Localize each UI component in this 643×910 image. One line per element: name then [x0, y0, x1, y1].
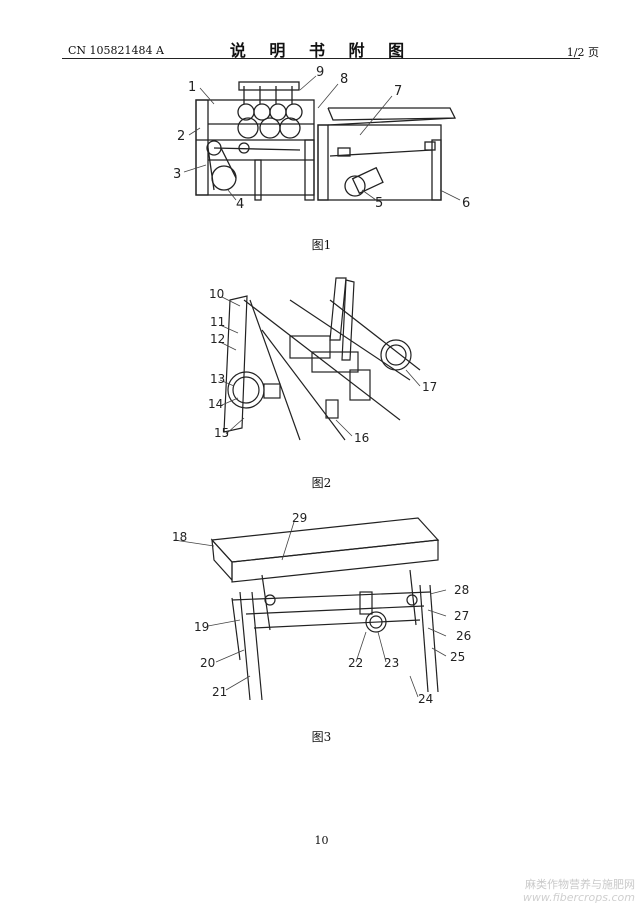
patent-number: CN 105821484 A [68, 44, 164, 57]
watermark-english: www.fibercrops.com [522, 891, 635, 904]
fig3-label-23: 23 [384, 656, 399, 670]
fig1-label-1: 1 [188, 80, 196, 95]
page-marker: 1/2 页 [566, 46, 599, 59]
fig3-label-29: 29 [292, 511, 307, 525]
fig2-label-12: 12 [210, 332, 225, 346]
fig1-label-7: 7 [394, 84, 402, 99]
fig3-label-22: 22 [348, 656, 363, 670]
watermark-chinese: 麻类作物营养与施肥网 [525, 878, 635, 891]
page-title: 说 明 书 附 图 [229, 41, 414, 60]
fig1-label-2: 2 [177, 129, 185, 144]
fig1-label-8: 8 [340, 72, 348, 87]
page-number: 10 [314, 834, 329, 847]
fig2-label-11: 11 [210, 315, 225, 329]
figure-2-caption: 图2 [311, 476, 332, 490]
fig3-label-20: 20 [200, 656, 215, 670]
fig3-label-25: 25 [450, 650, 465, 664]
fig2-label-16: 16 [354, 431, 369, 445]
fig3-label-21: 21 [212, 685, 227, 699]
figure-1-caption: 图1 [311, 238, 332, 252]
fig3-label-18: 18 [172, 530, 187, 544]
fig3-label-27: 27 [454, 609, 469, 623]
fig2-label-13: 13 [210, 372, 225, 386]
fig1-label-9: 9 [316, 65, 324, 80]
fig3-label-24: 24 [418, 692, 433, 706]
fig1-label-6: 6 [462, 196, 470, 211]
fig2-label-10: 10 [209, 287, 224, 301]
fig3-label-26: 26 [456, 629, 471, 643]
fig2-label-15: 15 [214, 426, 229, 440]
fig2-label-17: 17 [422, 380, 437, 394]
header-rule [62, 58, 580, 59]
figure-3-caption: 图3 [311, 730, 332, 744]
fig1-label-5: 5 [375, 196, 383, 211]
fig1-label-4: 4 [236, 197, 244, 212]
fig3-label-28: 28 [454, 583, 469, 597]
fig1-label-3: 3 [173, 167, 181, 182]
fig3-label-19: 19 [194, 620, 209, 634]
fig2-label-14: 14 [208, 397, 223, 411]
